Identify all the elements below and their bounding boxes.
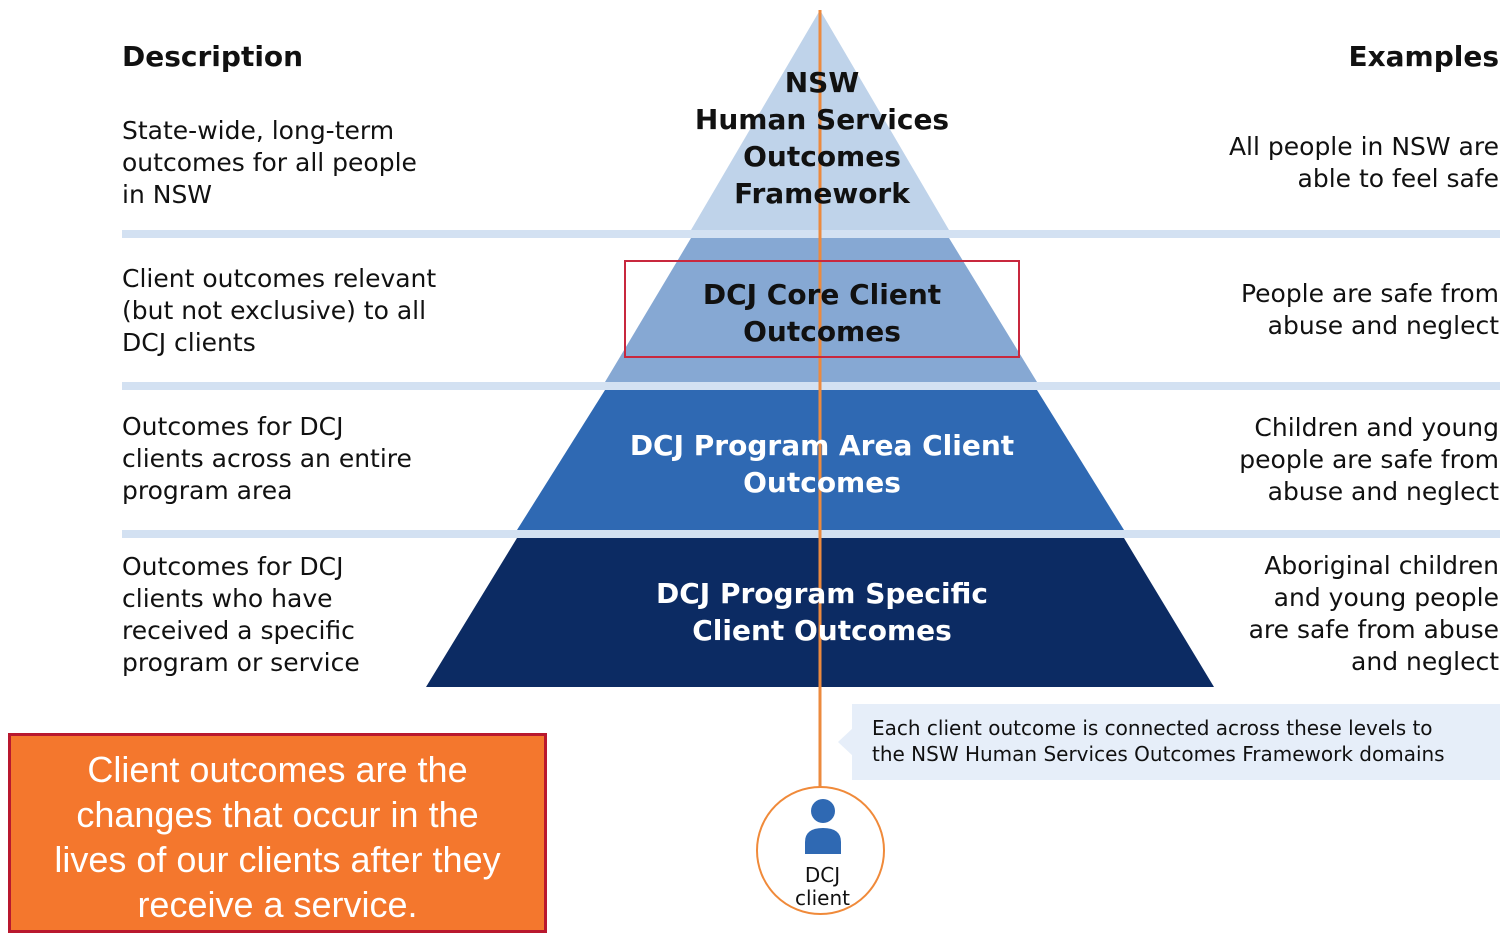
description-line: clients who have <box>122 584 333 613</box>
tier-1-label: NSW Human Services Outcomes Framework <box>620 64 1024 212</box>
tier-3-description: Outcomes for DCJ clients across an entir… <box>122 411 412 507</box>
example-line: Aboriginal children <box>1264 551 1499 580</box>
description-line: outcomes for all people <box>122 148 417 177</box>
example-line: people are safe from <box>1239 445 1499 474</box>
example-line: and neglect <box>1351 647 1499 676</box>
description-header: Description <box>122 40 304 73</box>
description-line: in NSW <box>122 180 213 209</box>
description-line: DCJ clients <box>122 328 256 357</box>
description-line: (but not exclusive) to all <box>122 296 427 325</box>
tier-3-example: Children and young people are safe from … <box>1239 412 1499 508</box>
callout-line: Each client outcome is connected across … <box>872 716 1433 740</box>
callout-pointer <box>838 728 853 756</box>
tier-4-example: Aboriginal children and young people are… <box>1249 550 1499 678</box>
highlight-box <box>624 260 1020 358</box>
separator-1 <box>122 230 1500 238</box>
description-line: received a specific <box>122 616 355 645</box>
tier-1-label-line: Human Services <box>694 103 950 136</box>
example-line: All people in NSW are <box>1228 132 1499 161</box>
note-line: Client outcomes are the <box>87 749 468 790</box>
description-line: Outcomes for DCJ <box>122 552 344 581</box>
note-line: lives of our clients after they <box>54 839 501 880</box>
tier-1-label-line: Framework <box>734 177 910 210</box>
tier-3-label: DCJ Program Area Client Outcomes <box>600 427 1044 501</box>
person-icon <box>805 799 841 854</box>
tier-2-label: DCJ Core Client Outcomes <box>620 276 1024 350</box>
description-line: State-wide, long-term <box>122 116 395 145</box>
tier-3-label-line: Outcomes <box>743 466 901 499</box>
description-line: clients across an entire <box>122 444 412 473</box>
example-line: abuse and neglect <box>1267 311 1499 340</box>
dcj-client-label: DCJ client <box>758 864 887 910</box>
client-label-line: client <box>795 886 850 910</box>
tier-1-description: State-wide, long-term outcomes for all p… <box>122 115 417 211</box>
description-line: Outcomes for DCJ <box>122 412 344 441</box>
example-line: are safe from abuse <box>1248 615 1499 644</box>
separator-2 <box>122 382 1500 390</box>
tier-1-example: All people in NSW are able to feel safe <box>1229 131 1499 195</box>
client-label-line: DCJ <box>804 863 841 887</box>
tier-4-description: Outcomes for DCJ clients who have receiv… <box>122 551 360 679</box>
tier-1-label-line: Outcomes <box>743 140 901 173</box>
note-line: receive a service. <box>137 884 418 925</box>
example-line: Children and young <box>1254 413 1499 442</box>
note-line: changes that occur in the <box>76 794 479 835</box>
tier-1-label-line: NSW <box>784 66 860 99</box>
tier-3-label-line: DCJ Program Area Client <box>629 429 1015 462</box>
dcj-client-node: DCJ client <box>756 786 885 915</box>
description-line: program area <box>122 476 293 505</box>
tier-4-label-line: Client Outcomes <box>692 614 952 647</box>
levels-callout: Each client outcome is connected across … <box>852 704 1500 780</box>
examples-header: Examples <box>1348 40 1499 73</box>
example-line: and young people <box>1273 583 1499 612</box>
tier-2-label-line: Outcomes <box>743 315 901 348</box>
description-line: program or service <box>122 648 360 677</box>
tier-2-example: People are safe from abuse and neglect <box>1241 278 1499 342</box>
example-line: able to feel safe <box>1297 164 1500 193</box>
tier-2-label-line: DCJ Core Client <box>702 278 942 311</box>
tier-2-description: Client outcomes relevant (but not exclus… <box>122 263 436 359</box>
separator-3 <box>122 530 1500 538</box>
example-line: abuse and neglect <box>1267 477 1499 506</box>
client-outcomes-note: Client outcomes are the changes that occ… <box>8 733 547 933</box>
example-line: People are safe from <box>1240 279 1499 308</box>
tier-4-label: DCJ Program Specific Client Outcomes <box>600 575 1044 649</box>
description-line: Client outcomes relevant <box>122 264 437 293</box>
callout-line: the NSW Human Services Outcomes Framewor… <box>872 742 1445 766</box>
tier-4-label-line: DCJ Program Specific <box>656 577 988 610</box>
